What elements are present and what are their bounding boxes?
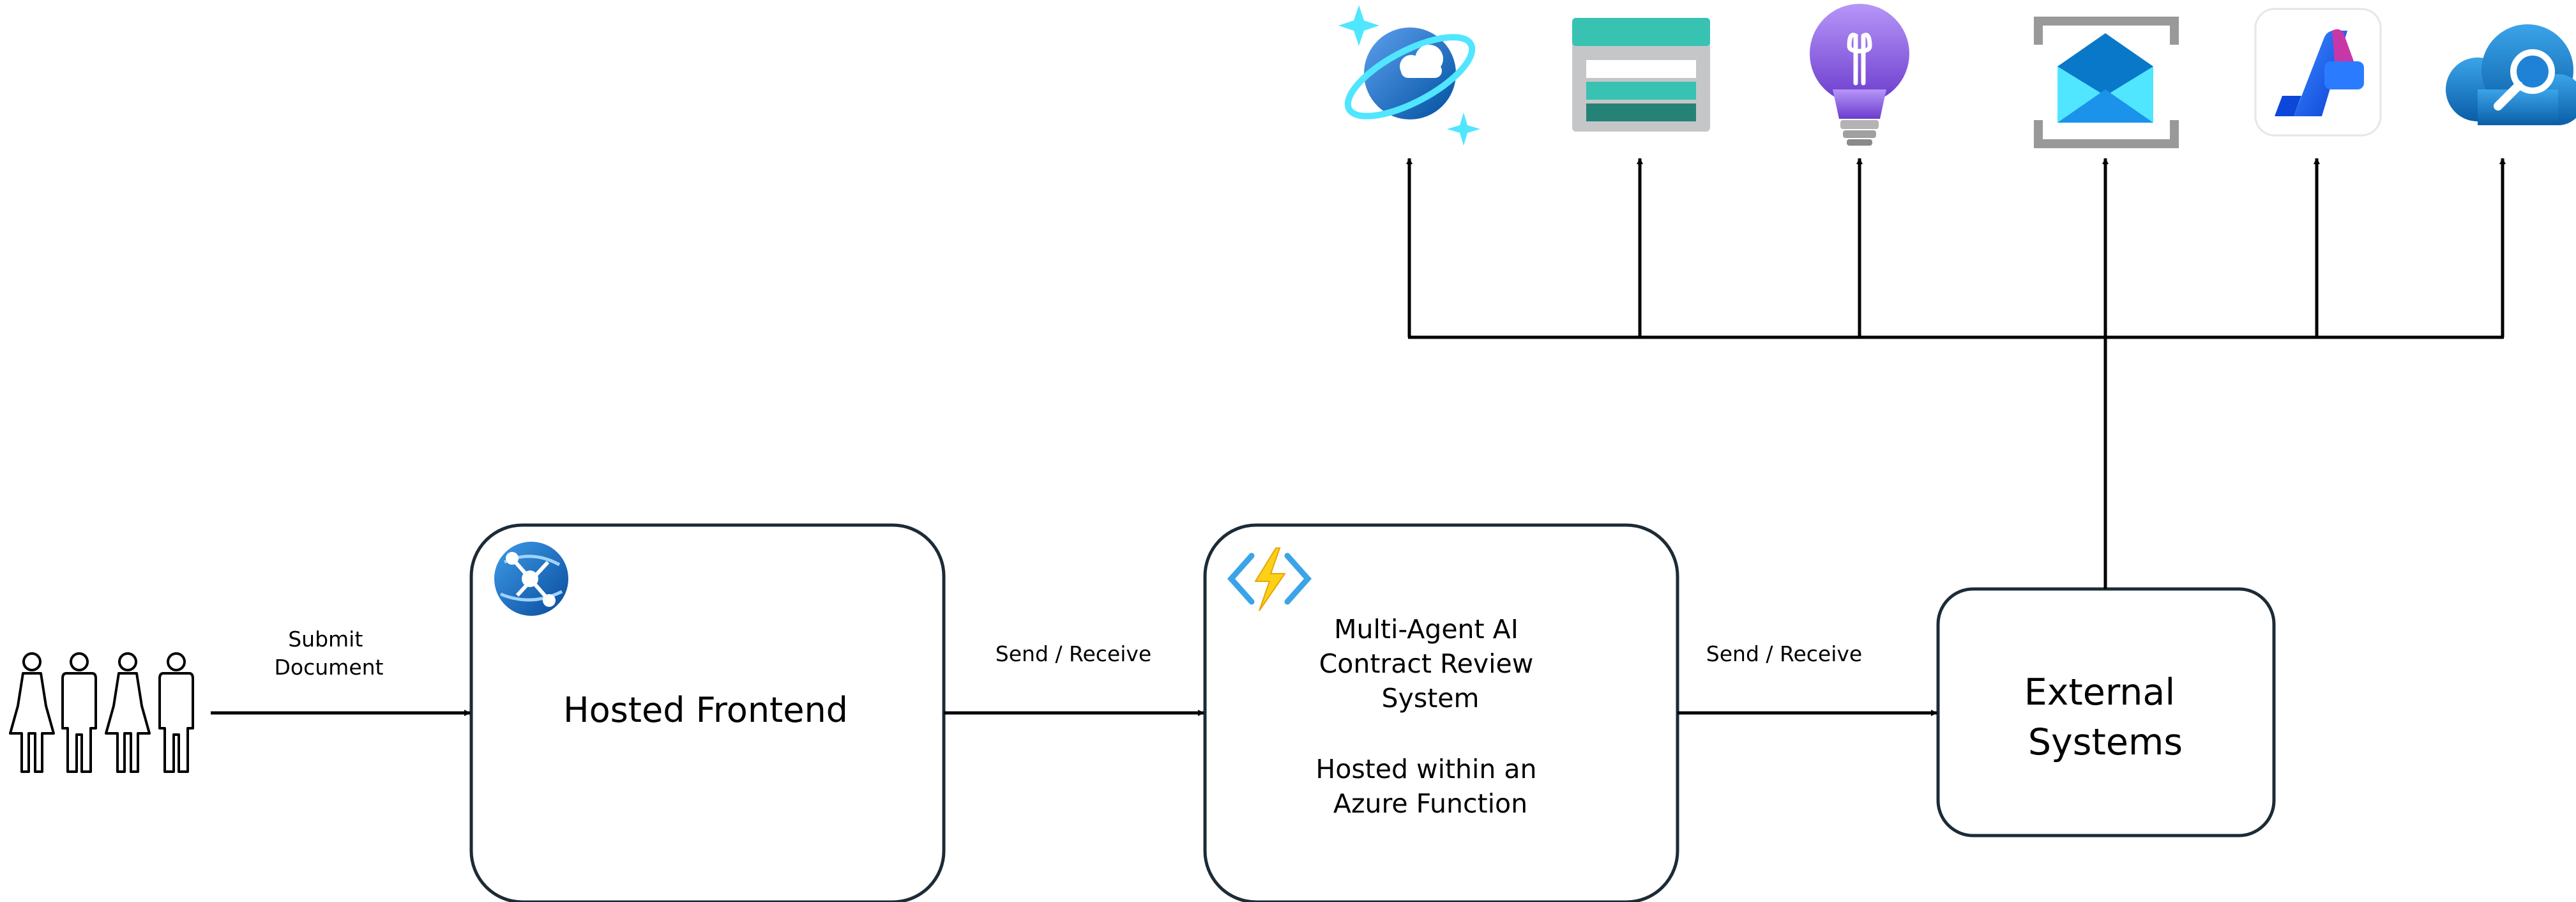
submit-label-line1: Submit xyxy=(288,627,363,652)
submit-label-line2: Document xyxy=(275,655,384,680)
event-grid-icon xyxy=(2034,17,2179,148)
submit-label: Submit Document xyxy=(275,627,384,680)
function-subtitle: Hosted within an Azure Function xyxy=(1315,754,1545,819)
function-subtitle-line1: Hosted within an xyxy=(1315,754,1536,784)
function-external-label: Send / Receive xyxy=(1706,641,1862,666)
external-title-line1: External xyxy=(2024,671,2176,714)
hosted-frontend-title: Hosted Frontend xyxy=(563,690,848,730)
external-title-line2: Systems xyxy=(2028,721,2183,763)
azure-cosmos-db-icon xyxy=(1338,5,1480,146)
azure-storage-icon xyxy=(1572,18,1710,132)
function-title: Multi-Agent AI Contract Review System xyxy=(1319,614,1542,714)
users-group-icon xyxy=(9,652,194,773)
azure-static-web-app-icon xyxy=(494,542,568,616)
function-title-line2: Contract Review xyxy=(1319,648,1534,679)
azure-ai-foundry-icon xyxy=(2254,8,2382,137)
external-systems-title: External Systems xyxy=(2024,671,2187,763)
azure-ai-search-icon xyxy=(2446,24,2576,125)
function-subtitle-line2: Azure Function xyxy=(1333,788,1527,819)
frontend-function-label: Send / Receive xyxy=(996,641,1151,666)
azure-function-icon xyxy=(1227,547,1312,611)
function-title-line3: System xyxy=(1382,683,1480,714)
application-insights-icon xyxy=(1810,4,1909,146)
function-title-line1: Multi-Agent AI xyxy=(1334,614,1519,645)
